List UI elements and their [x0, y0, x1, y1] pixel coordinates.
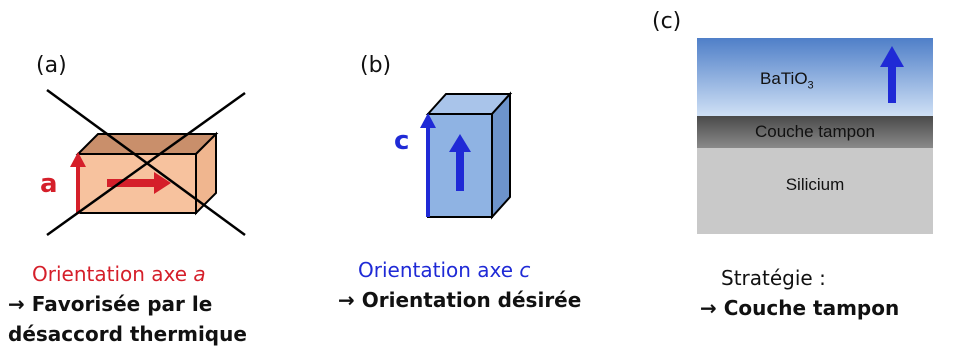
panel-a-caption-line2: → Favorisée par le — [8, 292, 213, 316]
batio3-layer — [697, 38, 933, 116]
panel-c-caption-line1: Stratégie : — [721, 266, 826, 290]
c-axis-arrow-center — [449, 134, 471, 191]
panel-a-label: (a) — [36, 53, 67, 78]
panel-a-caption-line1: Orientation axe a — [32, 262, 206, 286]
cross-out-mark — [46, 88, 246, 237]
a-axis-arrow-vertical — [70, 152, 86, 214]
c-axis-arrow-edge — [420, 113, 436, 217]
buffer-layer — [697, 116, 933, 148]
silicon-layer — [697, 148, 933, 234]
axis-label-c: c — [394, 126, 410, 156]
a-axis-arrow-horizontal — [107, 172, 171, 194]
crystal-box-b — [425, 91, 513, 220]
batio3-label: BaTiO3 — [760, 69, 814, 92]
arrow-right-icon: → — [8, 292, 25, 316]
arrow-right-icon: → — [338, 288, 355, 312]
panel-c-label: (c) — [652, 9, 682, 34]
panel-b-caption-line1: Orientation axe c — [358, 258, 531, 282]
axis-label-a: a — [40, 169, 58, 199]
panel-a-caption-line3: désaccord thermique — [8, 322, 247, 346]
panel-b-caption-line2: → Orientation désirée — [338, 288, 582, 312]
panel-b-label: (b) — [360, 53, 392, 78]
silicon-label: Silicium — [785, 175, 845, 194]
panel-c-caption-line2: → Couche tampon — [700, 296, 900, 320]
batio3-polarization-arrow — [880, 46, 904, 103]
arrow-right-icon: → — [700, 296, 717, 320]
buffer-label: Couche tampon — [754, 122, 876, 141]
crystal-box-a — [75, 131, 219, 216]
